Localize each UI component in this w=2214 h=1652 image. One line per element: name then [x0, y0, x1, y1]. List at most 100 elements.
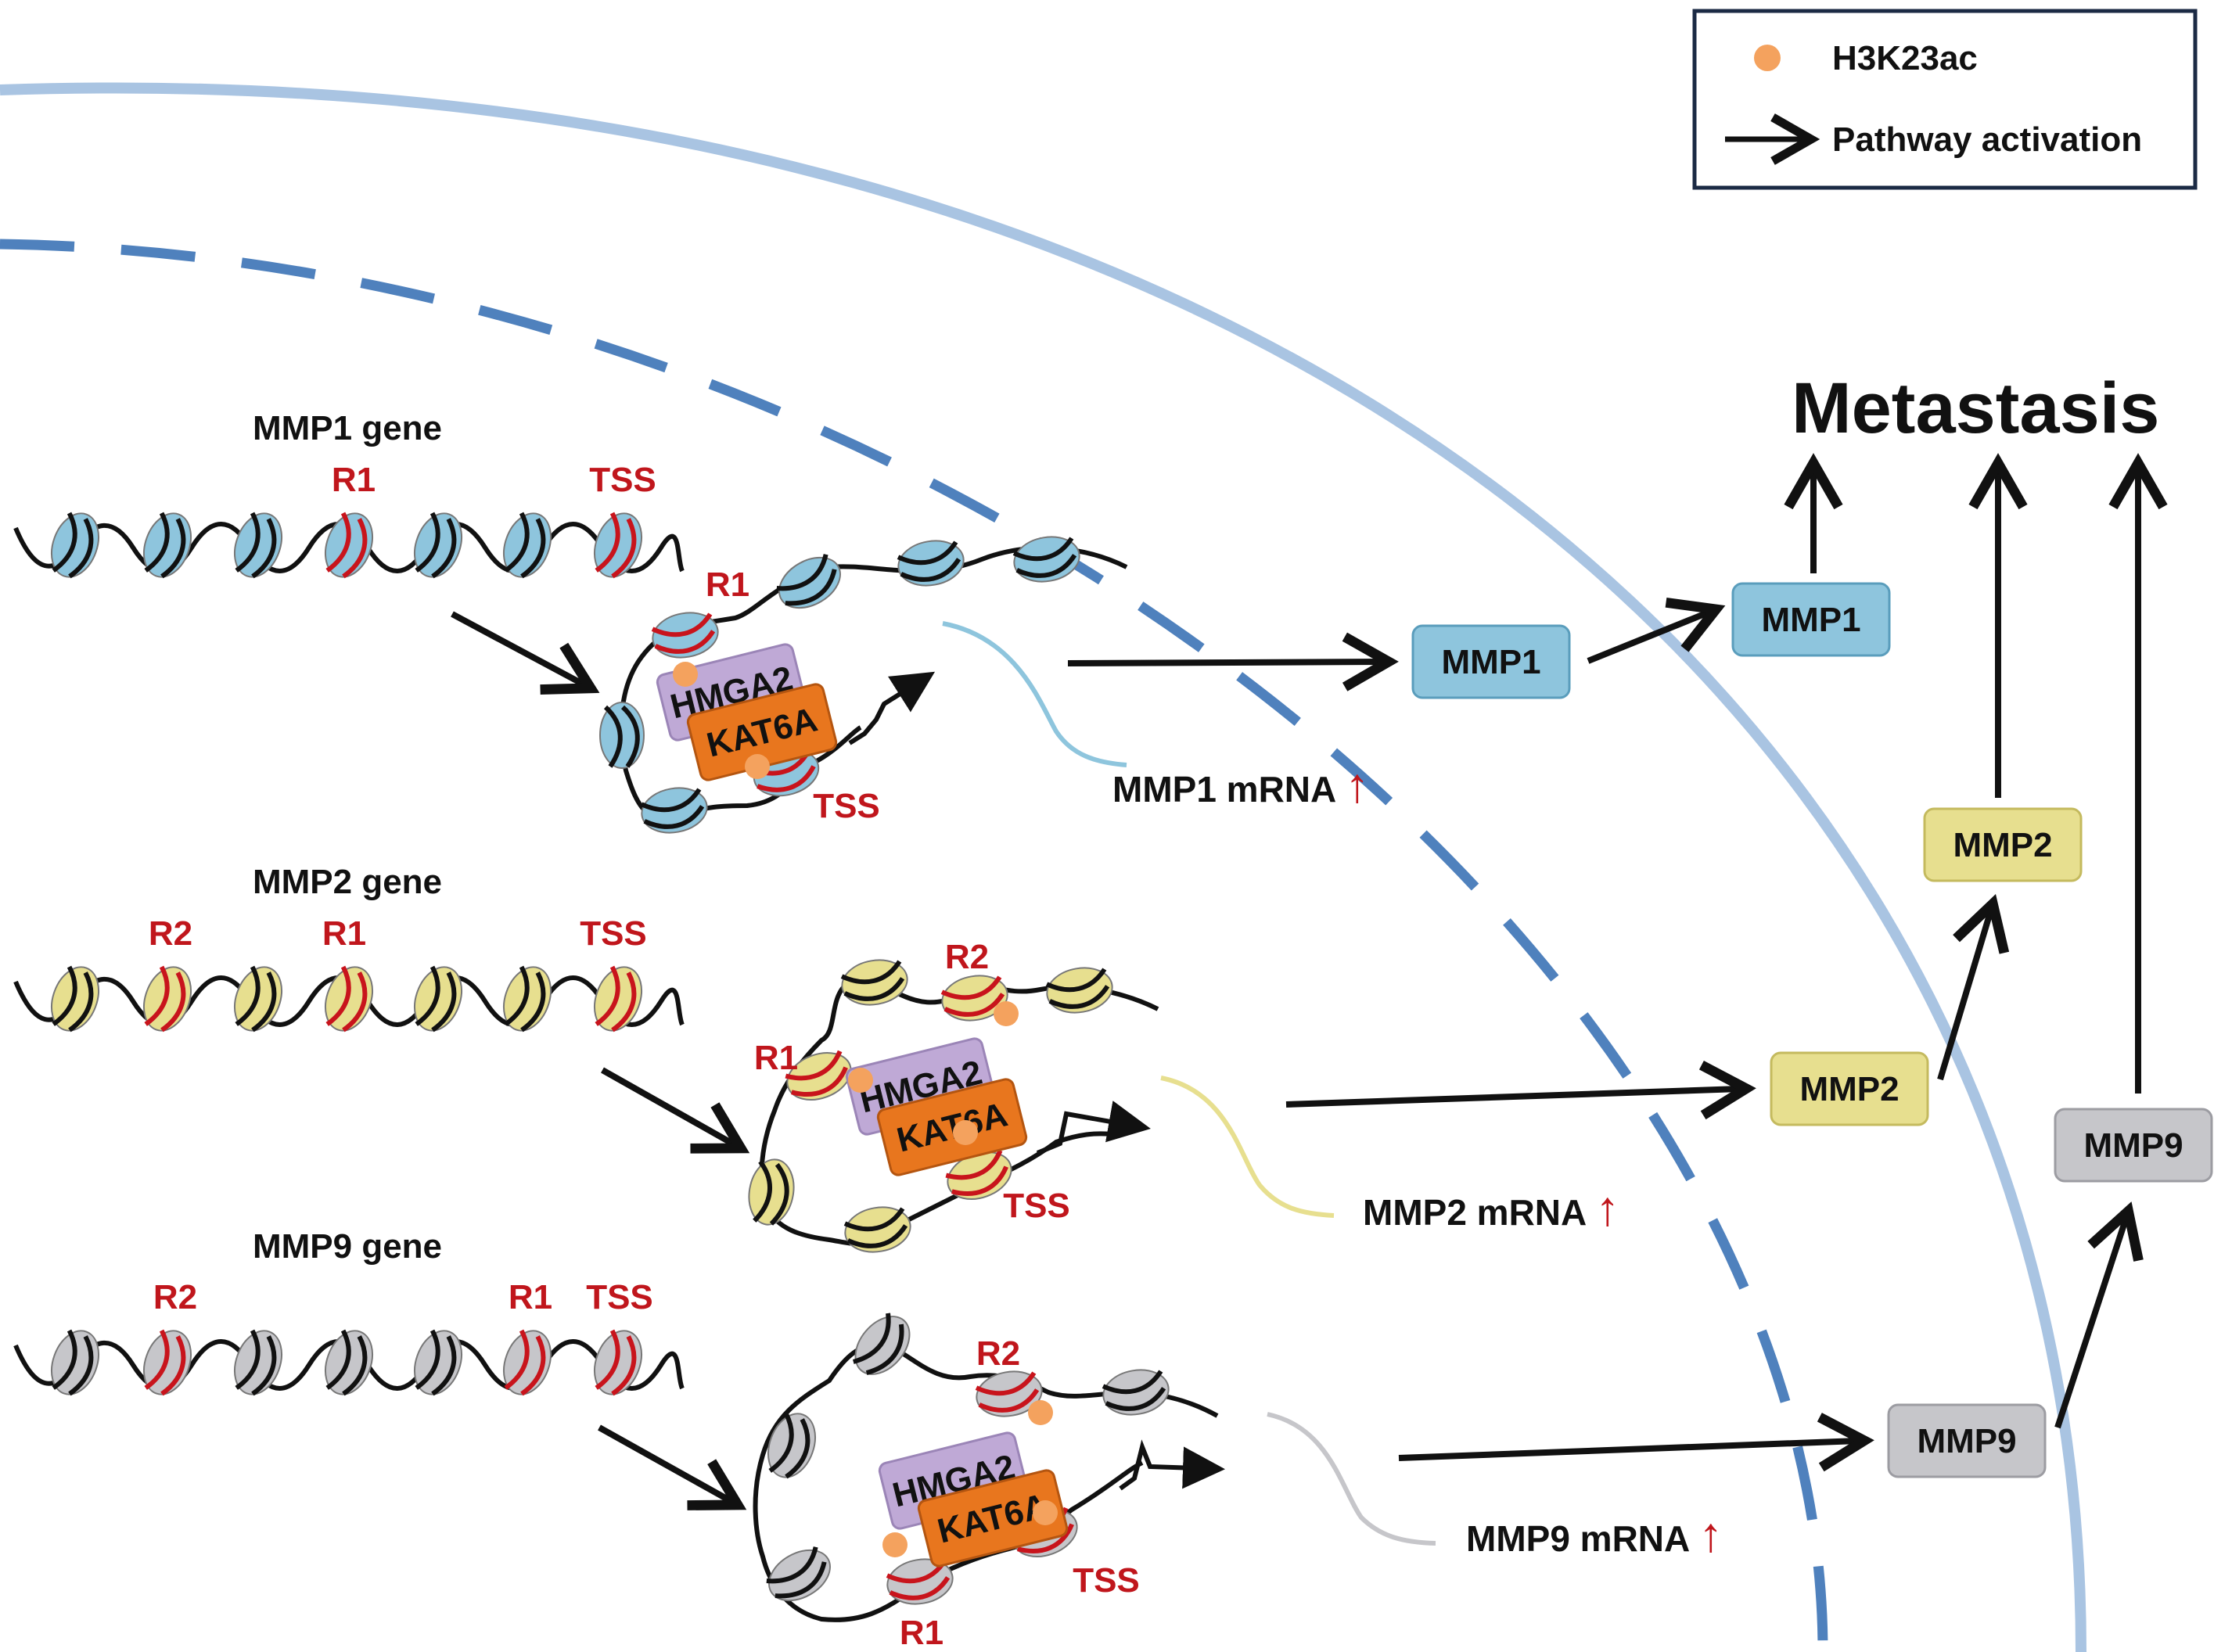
- mmp2-r2-mark-label: R2: [149, 914, 192, 953]
- mmp9-loop-nucleosome: [766, 1546, 831, 1602]
- mmp2-tss-bent-arrow: [1036, 1101, 1151, 1155]
- mmp9-loop-nucleosome: [852, 1313, 911, 1376]
- svg-text:MMP9: MMP9: [1917, 1422, 2016, 1460]
- mmp2-linear-nucleosomes: [51, 965, 642, 1032]
- mmp2-mrna-label: MMP2 mRNA ↑: [1363, 1182, 1619, 1236]
- mmp9-loop-nucleosome: [1102, 1369, 1170, 1416]
- svg-text:MMP1: MMP1: [1761, 601, 1860, 639]
- mmp1-looped-complex: HMGA2 KAT6A R1 TSS: [599, 536, 1128, 834]
- mmp9-nucleosome: [503, 1329, 552, 1396]
- mmp1-kat6a-box: [686, 683, 838, 781]
- mmp1-translation-arrow: [1067, 632, 1399, 691]
- mmp1-nucleosome: [594, 512, 642, 579]
- mmp2-loop-nucleosome: [840, 959, 908, 1006]
- nuclear-envelope: [0, 239, 1828, 1652]
- mmp1-loop-nucleosome: [897, 540, 965, 587]
- mmp2-r1-mark-label: R1: [322, 914, 366, 953]
- cell-membrane: [0, 82, 2086, 1652]
- mmp2-mrna-strand: [1160, 1076, 1335, 1218]
- mmp2-r2-complex-label: R2: [945, 938, 989, 976]
- svg-text:MMP2: MMP2: [1953, 826, 2052, 864]
- mmp2-h3k23ac-dot: [848, 1068, 873, 1093]
- mmp1-mrna-label: MMP1 mRNA ↑: [1112, 759, 1369, 813]
- mmp1-nucleosome: [325, 512, 373, 579]
- h3k23ac-legend-dot: [1754, 45, 1781, 71]
- mmp2-loop-nucleosomes: [748, 959, 1113, 1253]
- mmp9-loop-nucleosome: [975, 1370, 1043, 1417]
- mmp9-nucleosome: [234, 1329, 282, 1396]
- mmp1-h3k23ac-dot: [673, 662, 698, 687]
- mmp2-looping-arrow: [601, 1067, 750, 1154]
- mmp1-loop-nucleosome: [640, 787, 708, 834]
- mmp2-h3k23ac-dot: [953, 1120, 978, 1145]
- mmp2-kat6a-box: [876, 1078, 1028, 1176]
- svg-text:MMP2: MMP2: [1799, 1070, 1899, 1108]
- mmp2-loop-nucleosome: [785, 1050, 852, 1101]
- mmp9-mrna-label: MMP9 mRNA ↑: [1466, 1508, 1723, 1562]
- legend-arrow-label: Pathway activation: [1832, 120, 2142, 159]
- mmp1-export-arrow: [1587, 597, 1726, 664]
- mmp2-tss-mark-label: TSS: [580, 914, 647, 953]
- svg-text:MMP1: MMP1: [1441, 643, 1540, 681]
- mmp9-loop-nucleosome: [886, 1558, 954, 1605]
- legend-box: [1692, 9, 2198, 190]
- mmp2-h3k23ac-dot: [994, 1001, 1019, 1026]
- mmp2-loop-nucleosome: [748, 1158, 795, 1226]
- mmp9-gene-label: MMP9 gene: [253, 1227, 442, 1266]
- mmp2-r1-complex-label: R1: [754, 1039, 798, 1077]
- mmp9-nucleosome: [414, 1329, 462, 1396]
- mmp1-tss-complex-label: TSS: [813, 787, 880, 825]
- mmp9-nuclear-box: MMP9: [1887, 1403, 2047, 1478]
- mmp1-gene-label: MMP1 gene: [253, 409, 442, 447]
- mmp9-r2-complex-label: R2: [976, 1334, 1020, 1373]
- mmp9-cytoplasm-box: MMP9: [2054, 1108, 2213, 1183]
- mmp1-nucleosome: [414, 512, 462, 579]
- mmp2-nucleosome: [51, 965, 99, 1032]
- mmp1-tss-mark-label: TSS: [589, 461, 656, 499]
- mmp2-tss-complex-label: TSS: [1003, 1187, 1070, 1225]
- mmp2-nucleosome: [594, 965, 642, 1032]
- mmp9-r1-mark-label: R1: [509, 1278, 552, 1316]
- mmp2-looped-complex: HMGA2 KAT6A R2 R1 TSS: [748, 938, 1159, 1253]
- mmp9-r2-mark-label: R2: [153, 1278, 197, 1316]
- mmp1-loop-nucleosome: [1012, 536, 1080, 583]
- mmp2-translation-arrow: [1285, 1061, 1756, 1120]
- mmp2-loop-nucleosome: [940, 975, 1008, 1022]
- mmp1-tss-bent-arrow: [848, 671, 936, 745]
- mmp9-nucleosome: [143, 1329, 192, 1396]
- mmp1-nuclear-box: MMP1: [1411, 624, 1571, 699]
- mmp1-r1-complex-label: R1: [706, 566, 749, 604]
- mmp1-r1-mark-label: R1: [332, 461, 376, 499]
- mmp2-export-arrow: [1937, 893, 2010, 1081]
- mmp9-mrna-strand: [1267, 1412, 1436, 1546]
- mmp1-nucleosome: [51, 512, 99, 579]
- mmp9-looped-complex: HMGA2 KAT6A R2 R1 TSS: [753, 1313, 1225, 1652]
- legend-dot-label: H3K23ac: [1832, 39, 1978, 77]
- mmp9-linear-nucleosomes: [51, 1329, 642, 1396]
- mmp2-loop-nucleosome: [1045, 967, 1113, 1014]
- mmp9-looping-arrow: [598, 1424, 747, 1510]
- mmp9-loop-nucleosome: [767, 1412, 816, 1479]
- mmp1-loop-nucleosomes: [599, 536, 1080, 834]
- mmp1-linear-nucleosomes: [51, 512, 642, 579]
- mmp2-gene-label: MMP2 gene: [253, 863, 442, 901]
- mmp9-translation-arrow: [1398, 1413, 1874, 1472]
- mmp1-loop-nucleosome: [651, 612, 719, 659]
- mmp9-tss-bent-arrow: [1119, 1439, 1225, 1491]
- legend: H3K23ac Pathway activation: [1692, 9, 2198, 190]
- mmp9-nucleosome: [325, 1329, 373, 1396]
- mmp1-looping-arrow: [451, 611, 600, 695]
- mmp1-nucleosome: [503, 512, 552, 579]
- svg-text:MMP9: MMP9: [2083, 1126, 2183, 1165]
- mmp2-loop-nucleosome: [843, 1206, 911, 1253]
- mmp9-h3k23ac-dot: [882, 1532, 908, 1557]
- mmp1-h3k23ac-dot: [745, 754, 770, 779]
- metastasis-label: Metastasis: [1792, 368, 2159, 448]
- mmp1-cytoplasm-box: MMP1: [1731, 582, 1891, 657]
- mmp1-mrna-strand: [942, 621, 1127, 767]
- mmp1-loop-nucleosome: [776, 554, 841, 609]
- mmp9-export-arrow: [2054, 1201, 2144, 1429]
- mmp9-nucleosome: [594, 1329, 642, 1396]
- mmp1-nucleosome: [234, 512, 282, 579]
